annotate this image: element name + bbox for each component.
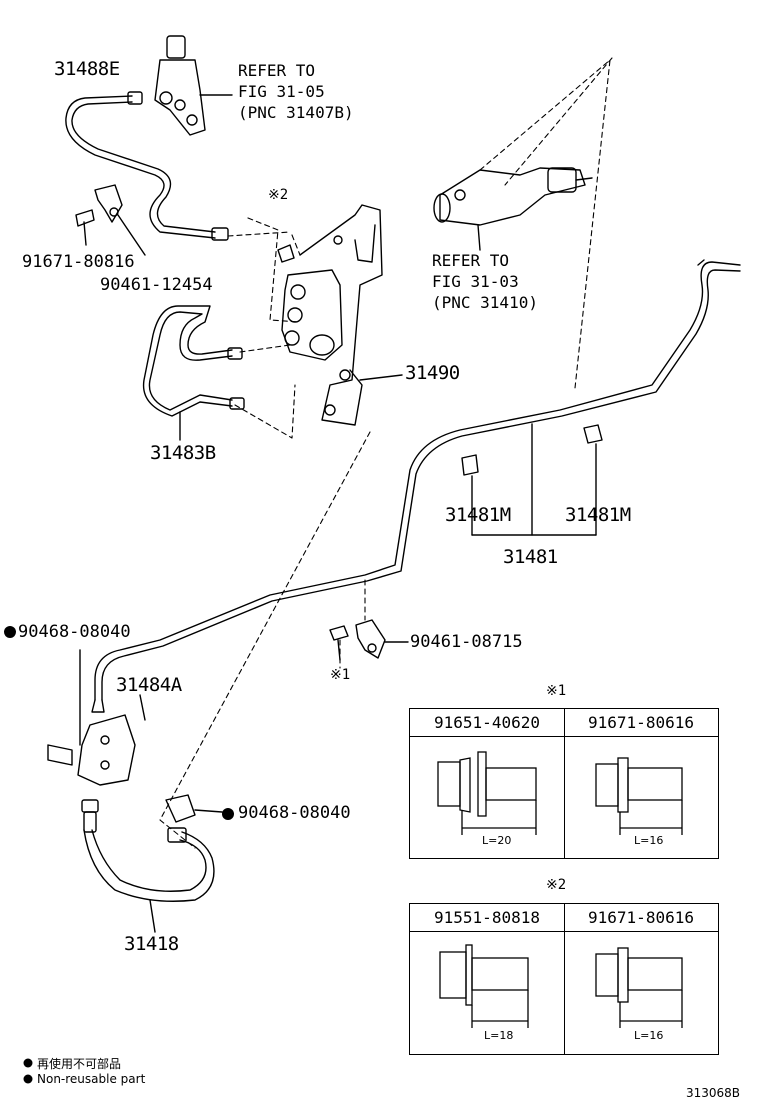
table1-left-length: L=20 <box>482 834 512 847</box>
table2-mark: ※2 <box>546 877 567 893</box>
clip-31481M-left <box>461 454 479 536</box>
bolt-table-2: 91551-80818 91671-80616 <box>409 903 719 1055</box>
bolt-91651-40620-drawing <box>437 751 537 835</box>
label-90468-08040-top: 90468-08040 <box>18 622 131 642</box>
label-90468-08040-bottom: 90468-08040 <box>238 803 351 823</box>
label-31484A: 31484A <box>116 674 182 696</box>
non-reusable-dot-bottom <box>222 808 234 820</box>
legend-dot-2 <box>23 1074 33 1084</box>
label-31490: 31490 <box>405 362 460 384</box>
table1-right-header: 91671-80616 <box>564 709 718 737</box>
label-91671-80816: 91671-80816 <box>22 252 135 272</box>
table2-right-length: L=16 <box>634 1029 664 1042</box>
tee-fitting-upper <box>154 35 233 136</box>
clamp-90461-08715 <box>329 619 409 661</box>
bolt-drawings <box>437 751 683 1028</box>
clip-90468-08040-lower <box>165 794 223 823</box>
table2-left-header: 91551-80818 <box>410 904 564 932</box>
table2-right-header: 91671-80616 <box>564 904 718 932</box>
clip-31481M-right <box>583 424 603 536</box>
bolt-table-1: 91651-40620 91671-80616 <box>409 708 719 859</box>
legend-japanese: 再使用不可部品 <box>37 1057 122 1071</box>
table2-divider <box>564 904 565 1054</box>
note-mark-2-bolt: ※2 <box>268 187 289 203</box>
bolt-91671-80816 <box>75 209 95 246</box>
refer-fig-31-05: REFER TO FIG 31-05 (PNC 31407B) <box>238 61 354 122</box>
legend-english: Non-reusable part <box>37 1072 146 1086</box>
label-31488E: 31488E <box>54 58 120 80</box>
table1-divider <box>564 709 565 858</box>
tube-31488E <box>65 91 229 241</box>
table1-right-length: L=16 <box>634 834 664 847</box>
valve-bracket-31490 <box>277 204 403 426</box>
hose-31418 <box>81 799 215 933</box>
clamp-90461-12454 <box>94 184 146 256</box>
table2-left-length: L=18 <box>484 1029 514 1042</box>
label-90461-12454: 90461-12454 <box>100 275 213 295</box>
bolt-91671-80616-drawing-b <box>595 947 683 1028</box>
label-31481M-right: 31481M <box>565 504 631 526</box>
bolt-91671-80616-drawing-a <box>595 757 683 835</box>
master-cylinder <box>433 167 593 251</box>
label-31481M-left: 31481M <box>445 504 511 526</box>
bracket-31484A <box>47 649 146 786</box>
refer-fig-31-03: REFER TO FIG 31-03 (PNC 31410) <box>432 251 538 312</box>
label-90461-08715: 90461-08715 <box>410 632 523 652</box>
legend-dot-1 <box>23 1058 33 1068</box>
label-31481: 31481 <box>503 546 558 568</box>
note-mark-1-bolt: ※1 <box>330 667 351 683</box>
tube-31483B <box>142 305 245 441</box>
bolt-91551-80818-drawing <box>439 944 529 1028</box>
label-31483B: 31483B <box>150 442 216 464</box>
tube-31481 <box>94 259 741 701</box>
non-reusable-dot-top <box>4 626 16 638</box>
figure-id: 313068B <box>686 1086 741 1100</box>
table1-mark: ※1 <box>546 683 567 699</box>
label-31418: 31418 <box>124 933 179 955</box>
table1-left-header: 91651-40620 <box>410 709 564 737</box>
